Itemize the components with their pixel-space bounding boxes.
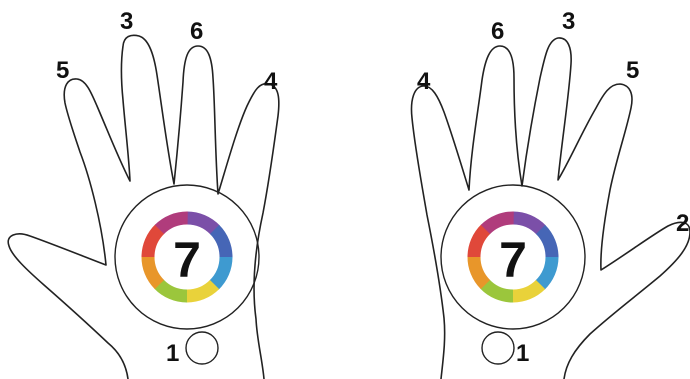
- ring-segment: [474, 229, 486, 257]
- left-pinky-label: 5: [56, 57, 69, 84]
- right-palm-label: 7: [499, 232, 527, 288]
- right-pinky-label: 5: [626, 57, 639, 84]
- left-wrist-label: 1: [166, 340, 179, 367]
- right-thumb-label: 2: [676, 210, 689, 237]
- left-palm-label: 7: [173, 232, 201, 288]
- ring-segment: [148, 229, 160, 257]
- right-index-label: 4: [417, 68, 431, 95]
- right-ring-label: 3: [562, 8, 575, 35]
- left-wrist-circle: [186, 332, 218, 364]
- ring-segment: [215, 229, 226, 257]
- ring-segment: [513, 218, 541, 230]
- right-middle-label: 6: [491, 18, 504, 45]
- right-wrist-label: 1: [516, 340, 529, 367]
- ring-segment: [148, 256, 159, 284]
- ring-segment: [159, 218, 187, 229]
- left-ring-label: 3: [120, 8, 133, 35]
- right-hand: 4 6 3 5 2 1 7: [412, 8, 690, 379]
- ring-segment: [474, 256, 485, 284]
- right-wrist-circle: [482, 332, 514, 364]
- left-hand: 5 3 6 4 1 7: [8, 8, 279, 379]
- right-hand-outline: [412, 38, 690, 379]
- ring-segment: [540, 257, 552, 285]
- ring-segment: [214, 257, 226, 285]
- ring-segment: [187, 218, 215, 230]
- ring-segment: [541, 229, 552, 257]
- left-middle-label: 6: [190, 18, 203, 45]
- ring-segment: [485, 218, 513, 229]
- left-index-label: 4: [264, 68, 278, 95]
